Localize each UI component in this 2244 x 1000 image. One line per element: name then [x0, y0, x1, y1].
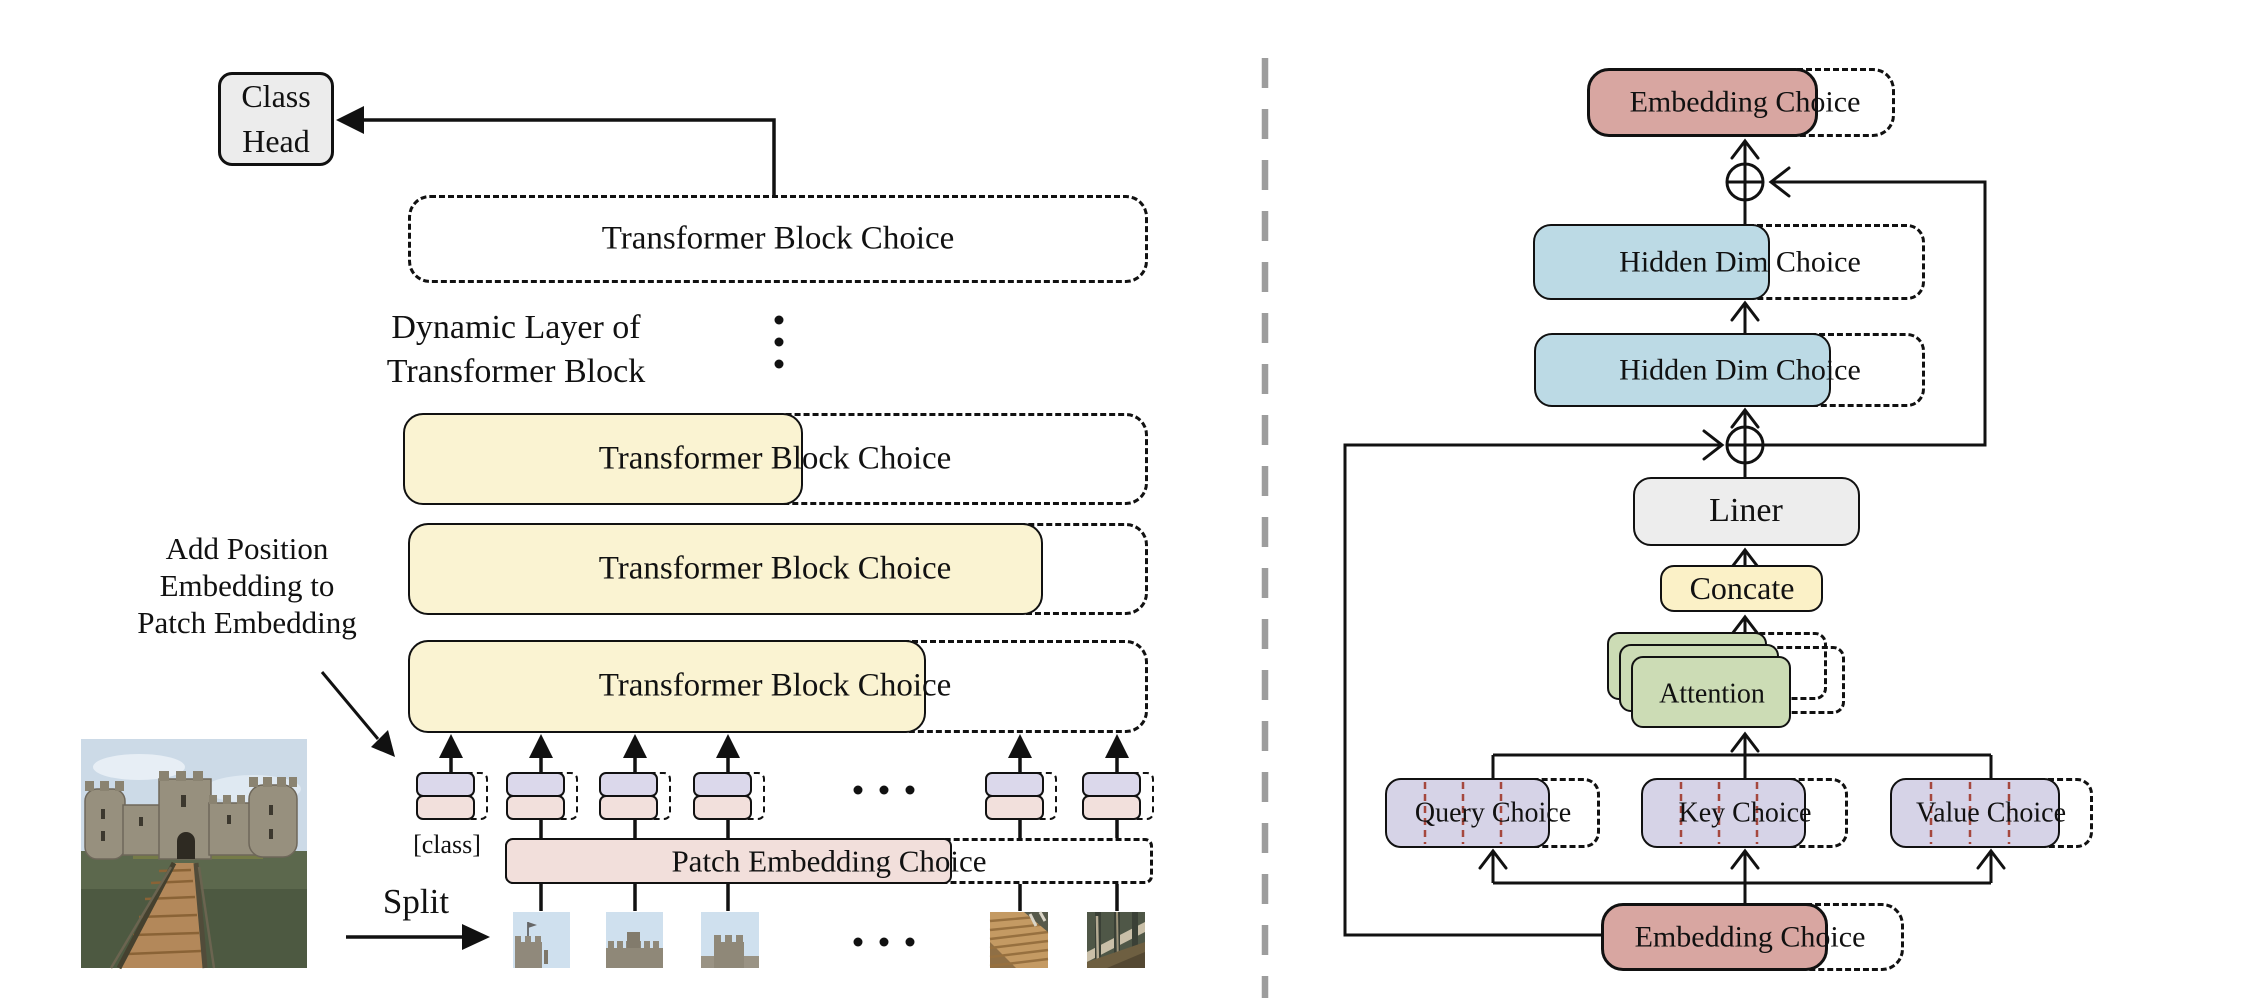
patch-5: [989, 911, 1049, 968]
chevron-arrowheads: [1478, 138, 2006, 870]
query-choice-label: Query Choice: [1414, 797, 1572, 829]
residual-connection-right: [1763, 180, 1987, 447]
liner-box: [1633, 477, 1860, 546]
token-row-ellipsis: [853, 785, 915, 795]
embedding-top-label: Embedding Choice: [1629, 85, 1861, 119]
key-choice-label: Key Choice: [1678, 797, 1812, 829]
split-arrow: [346, 924, 490, 950]
hidden-dim-2-label: Hidden Dim Choice: [1619, 353, 1861, 387]
key-choice-box: [1641, 778, 1806, 848]
hidden-dim-1-label: Hidden Dim Choice: [1619, 245, 1861, 279]
vertical-ellipsis: [774, 315, 784, 369]
token-2-patch-bar: [506, 795, 565, 820]
transformer-block-3-label: Transformer Block Choice: [598, 667, 952, 704]
token-5-patch-bar: [985, 795, 1044, 820]
hidden-dim-2-box: [1534, 333, 1831, 407]
castle-photo: [81, 739, 307, 970]
add-node-top: [1725, 162, 1765, 202]
hidden-dim-1-box: [1533, 224, 1770, 300]
transformer-block-1-label: Transformer Block Choice: [598, 440, 952, 477]
token-6-patch-bar: [1082, 795, 1141, 820]
query-choice-box: [1385, 778, 1550, 848]
class-head-box: [218, 72, 334, 166]
add-position-caption: Add Position Embedding to Patch Embeddin…: [137, 531, 357, 641]
attention-box-front: [1631, 656, 1791, 728]
token-2-position-bar: [506, 772, 565, 797]
key-slice-lines: [1679, 782, 1759, 844]
right-column-lines: [1491, 142, 1993, 903]
add-position-annotation-arrow: [320, 671, 395, 757]
token-1-patch-bar: [416, 795, 475, 820]
patch-3: [701, 912, 759, 968]
embedding-connector-lines: [539, 820, 1119, 911]
token-4-patch-bar: [693, 795, 752, 820]
split-label: Split: [382, 882, 450, 922]
class-token-label: [class]: [413, 829, 481, 859]
class-head-label: Class Head: [241, 78, 311, 159]
patch-2: [606, 912, 663, 968]
transformer-block-2-box: [408, 523, 1043, 615]
query-slice-lines: [1423, 782, 1503, 844]
transformer-block-top-dashed-box: [408, 195, 1148, 283]
concate-label: Concate: [1689, 570, 1795, 606]
value-choice-label: Value Choice: [1915, 797, 2067, 829]
embedding-bottom-label: Embedding Choice: [1634, 920, 1866, 954]
patch-6: [1087, 911, 1145, 969]
liner-label: Liner: [1709, 491, 1783, 529]
patch-embedding-bar: [505, 838, 952, 884]
dynamic-layer-caption: Dynamic Layer of Transformer Block: [386, 308, 646, 390]
patch-row-ellipsis: [853, 937, 915, 947]
add-node-bottom: [1725, 425, 1765, 465]
transformer-block-top-label: Transformer Block Choice: [601, 220, 955, 257]
embedding-top-box: [1587, 68, 1818, 137]
patch-embedding-label: Patch Embedding Choice: [671, 843, 987, 879]
patch-1: [513, 912, 570, 968]
class-head-arrow: [336, 106, 776, 195]
embedding-bottom-box: [1601, 903, 1828, 971]
transformer-block-3-box: [408, 640, 926, 733]
token-1-position-bar: [416, 772, 475, 797]
token-3-patch-bar: [599, 795, 658, 820]
value-choice-box: [1890, 778, 2060, 848]
concate-box: [1660, 565, 1823, 612]
residual-connection-left: [1343, 443, 1721, 937]
transformer-block-1-box: [403, 413, 803, 505]
transformer-block-2-label: Transformer Block Choice: [598, 550, 952, 587]
attention-label: Attention: [1659, 678, 1765, 710]
token-to-block-arrows: [439, 734, 1129, 772]
value-slice-lines: [1929, 782, 2011, 844]
